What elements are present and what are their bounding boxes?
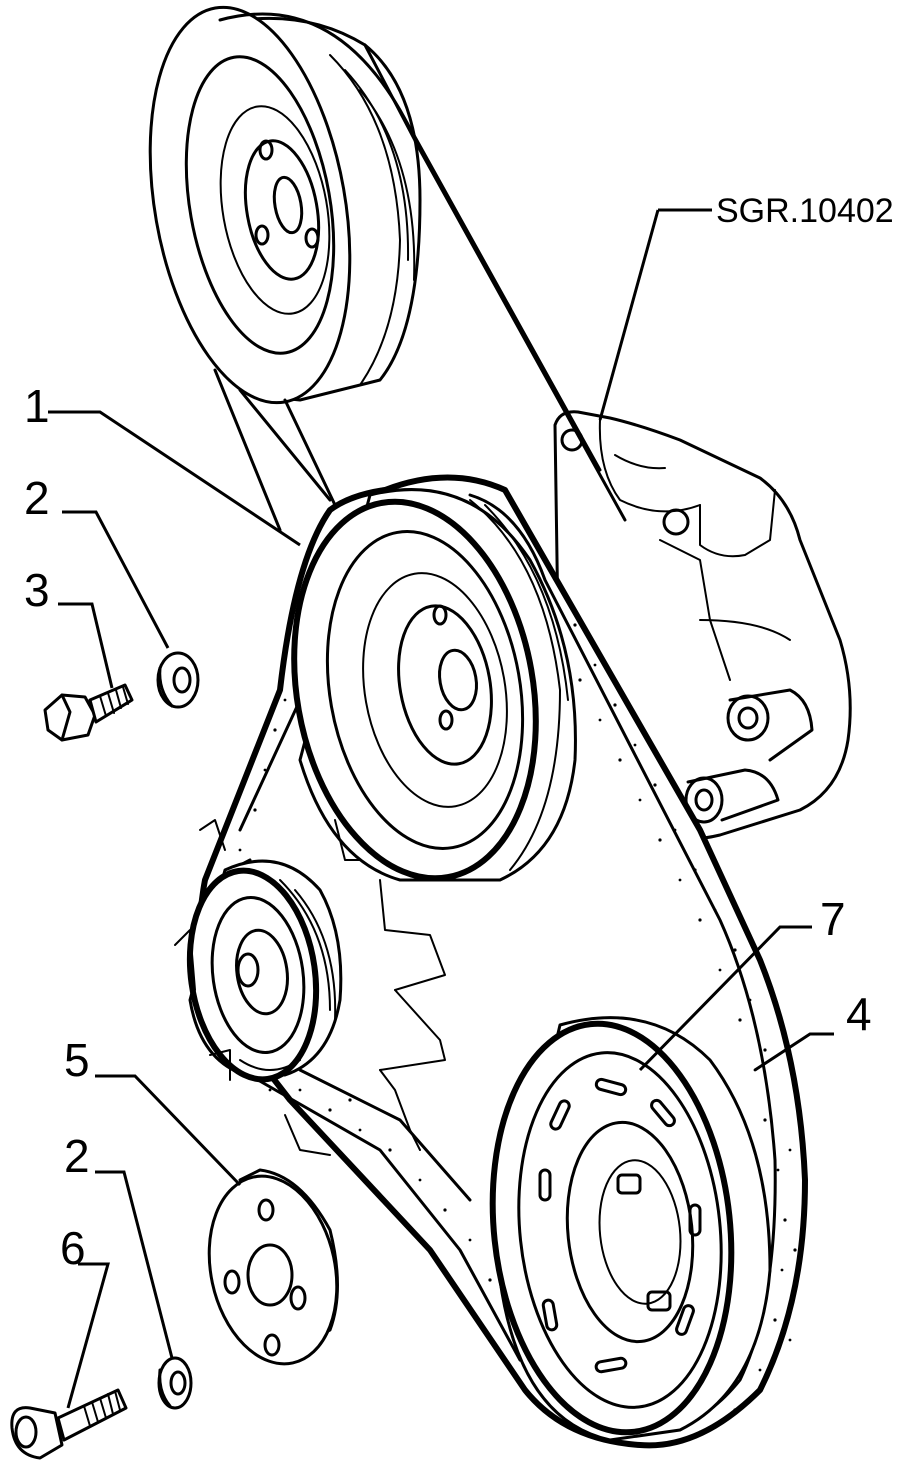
hex-bolt-icon: [43, 683, 134, 742]
upper-belt-run: [213, 12, 627, 532]
leader-5: [95, 1074, 242, 1187]
callout-3: 3: [24, 564, 50, 616]
leader-2-lower: [95, 1170, 174, 1359]
leader-2-upper: [62, 510, 170, 649]
tensioner-pulley: [291, 488, 577, 882]
callout-1: 1: [24, 380, 50, 432]
socket-cap-screw-icon: [10, 1388, 128, 1460]
callout-5: 5: [64, 1034, 90, 1086]
labels: SGR.10402 1 2 3 4 5 2 6 7: [24, 192, 894, 1274]
callout-6: 6: [60, 1222, 86, 1274]
leader-3: [58, 602, 114, 689]
top-pulley: [148, 5, 422, 405]
washer-icon: [156, 651, 200, 709]
flange-plate-icon: [207, 1168, 339, 1366]
callout-2-lower: 2: [64, 1130, 90, 1182]
leader-7: [638, 925, 812, 1072]
leader-4: [754, 1032, 834, 1072]
idler-pulley: [186, 859, 343, 1083]
callout-4: 4: [846, 988, 872, 1040]
drawing-reference: SGR.10402: [716, 192, 894, 230]
leader-6: [66, 1262, 110, 1409]
mounting-bracket: [174, 819, 446, 1156]
leader-1: [48, 410, 301, 547]
callout-2-upper: 2: [24, 472, 50, 524]
leader-lines: [48, 208, 834, 1409]
washer-icon: [157, 1356, 193, 1410]
callout-7: 7: [820, 893, 846, 945]
crankshaft-pulley: [489, 1016, 772, 1442]
